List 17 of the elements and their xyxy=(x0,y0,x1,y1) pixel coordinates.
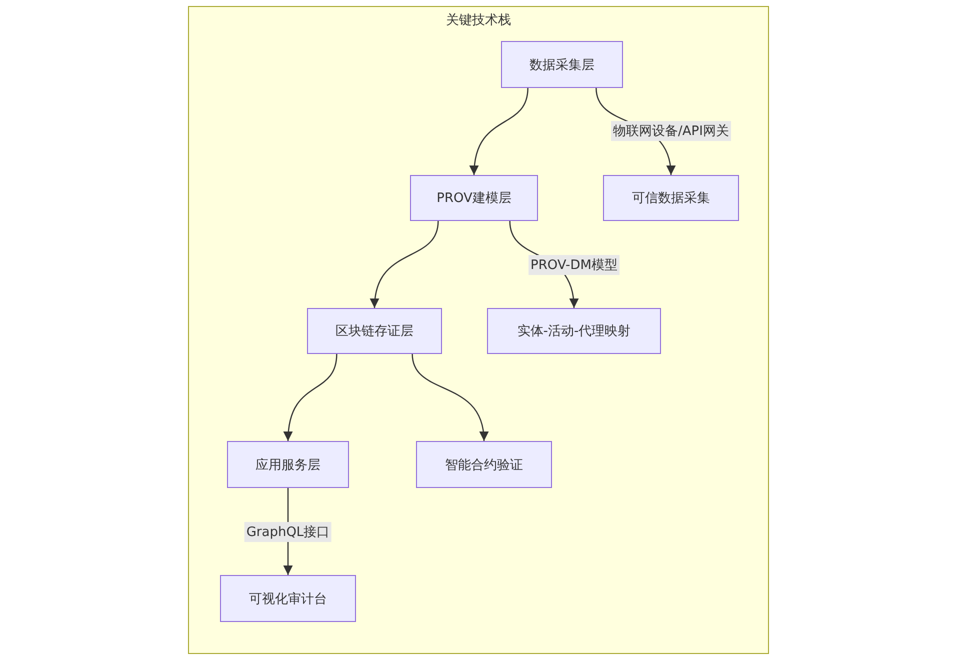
arrow xyxy=(370,220,439,308)
arrow xyxy=(470,88,528,176)
process-box: 可信数据采集 xyxy=(603,175,739,221)
edge-label: 物联网设备/API网关 xyxy=(611,121,731,141)
process-box: 数据采集层 xyxy=(501,41,623,88)
arrow xyxy=(284,354,338,442)
edge-label: PROV-DM模型 xyxy=(528,255,620,275)
process-box: PROV建模层 xyxy=(410,175,538,221)
process-box: 可视化审计台 xyxy=(220,575,356,622)
process-box: 智能合约验证 xyxy=(416,441,552,488)
group-panel xyxy=(188,6,769,654)
process-box: 实体-活动-代理映射 xyxy=(487,308,661,354)
group-title: 关键技术栈 xyxy=(446,13,511,28)
arrow xyxy=(412,354,488,442)
process-box: 区块链存证层 xyxy=(307,308,442,354)
edge-label: GraphQL接口 xyxy=(244,522,332,542)
process-box: 应用服务层 xyxy=(227,441,349,488)
